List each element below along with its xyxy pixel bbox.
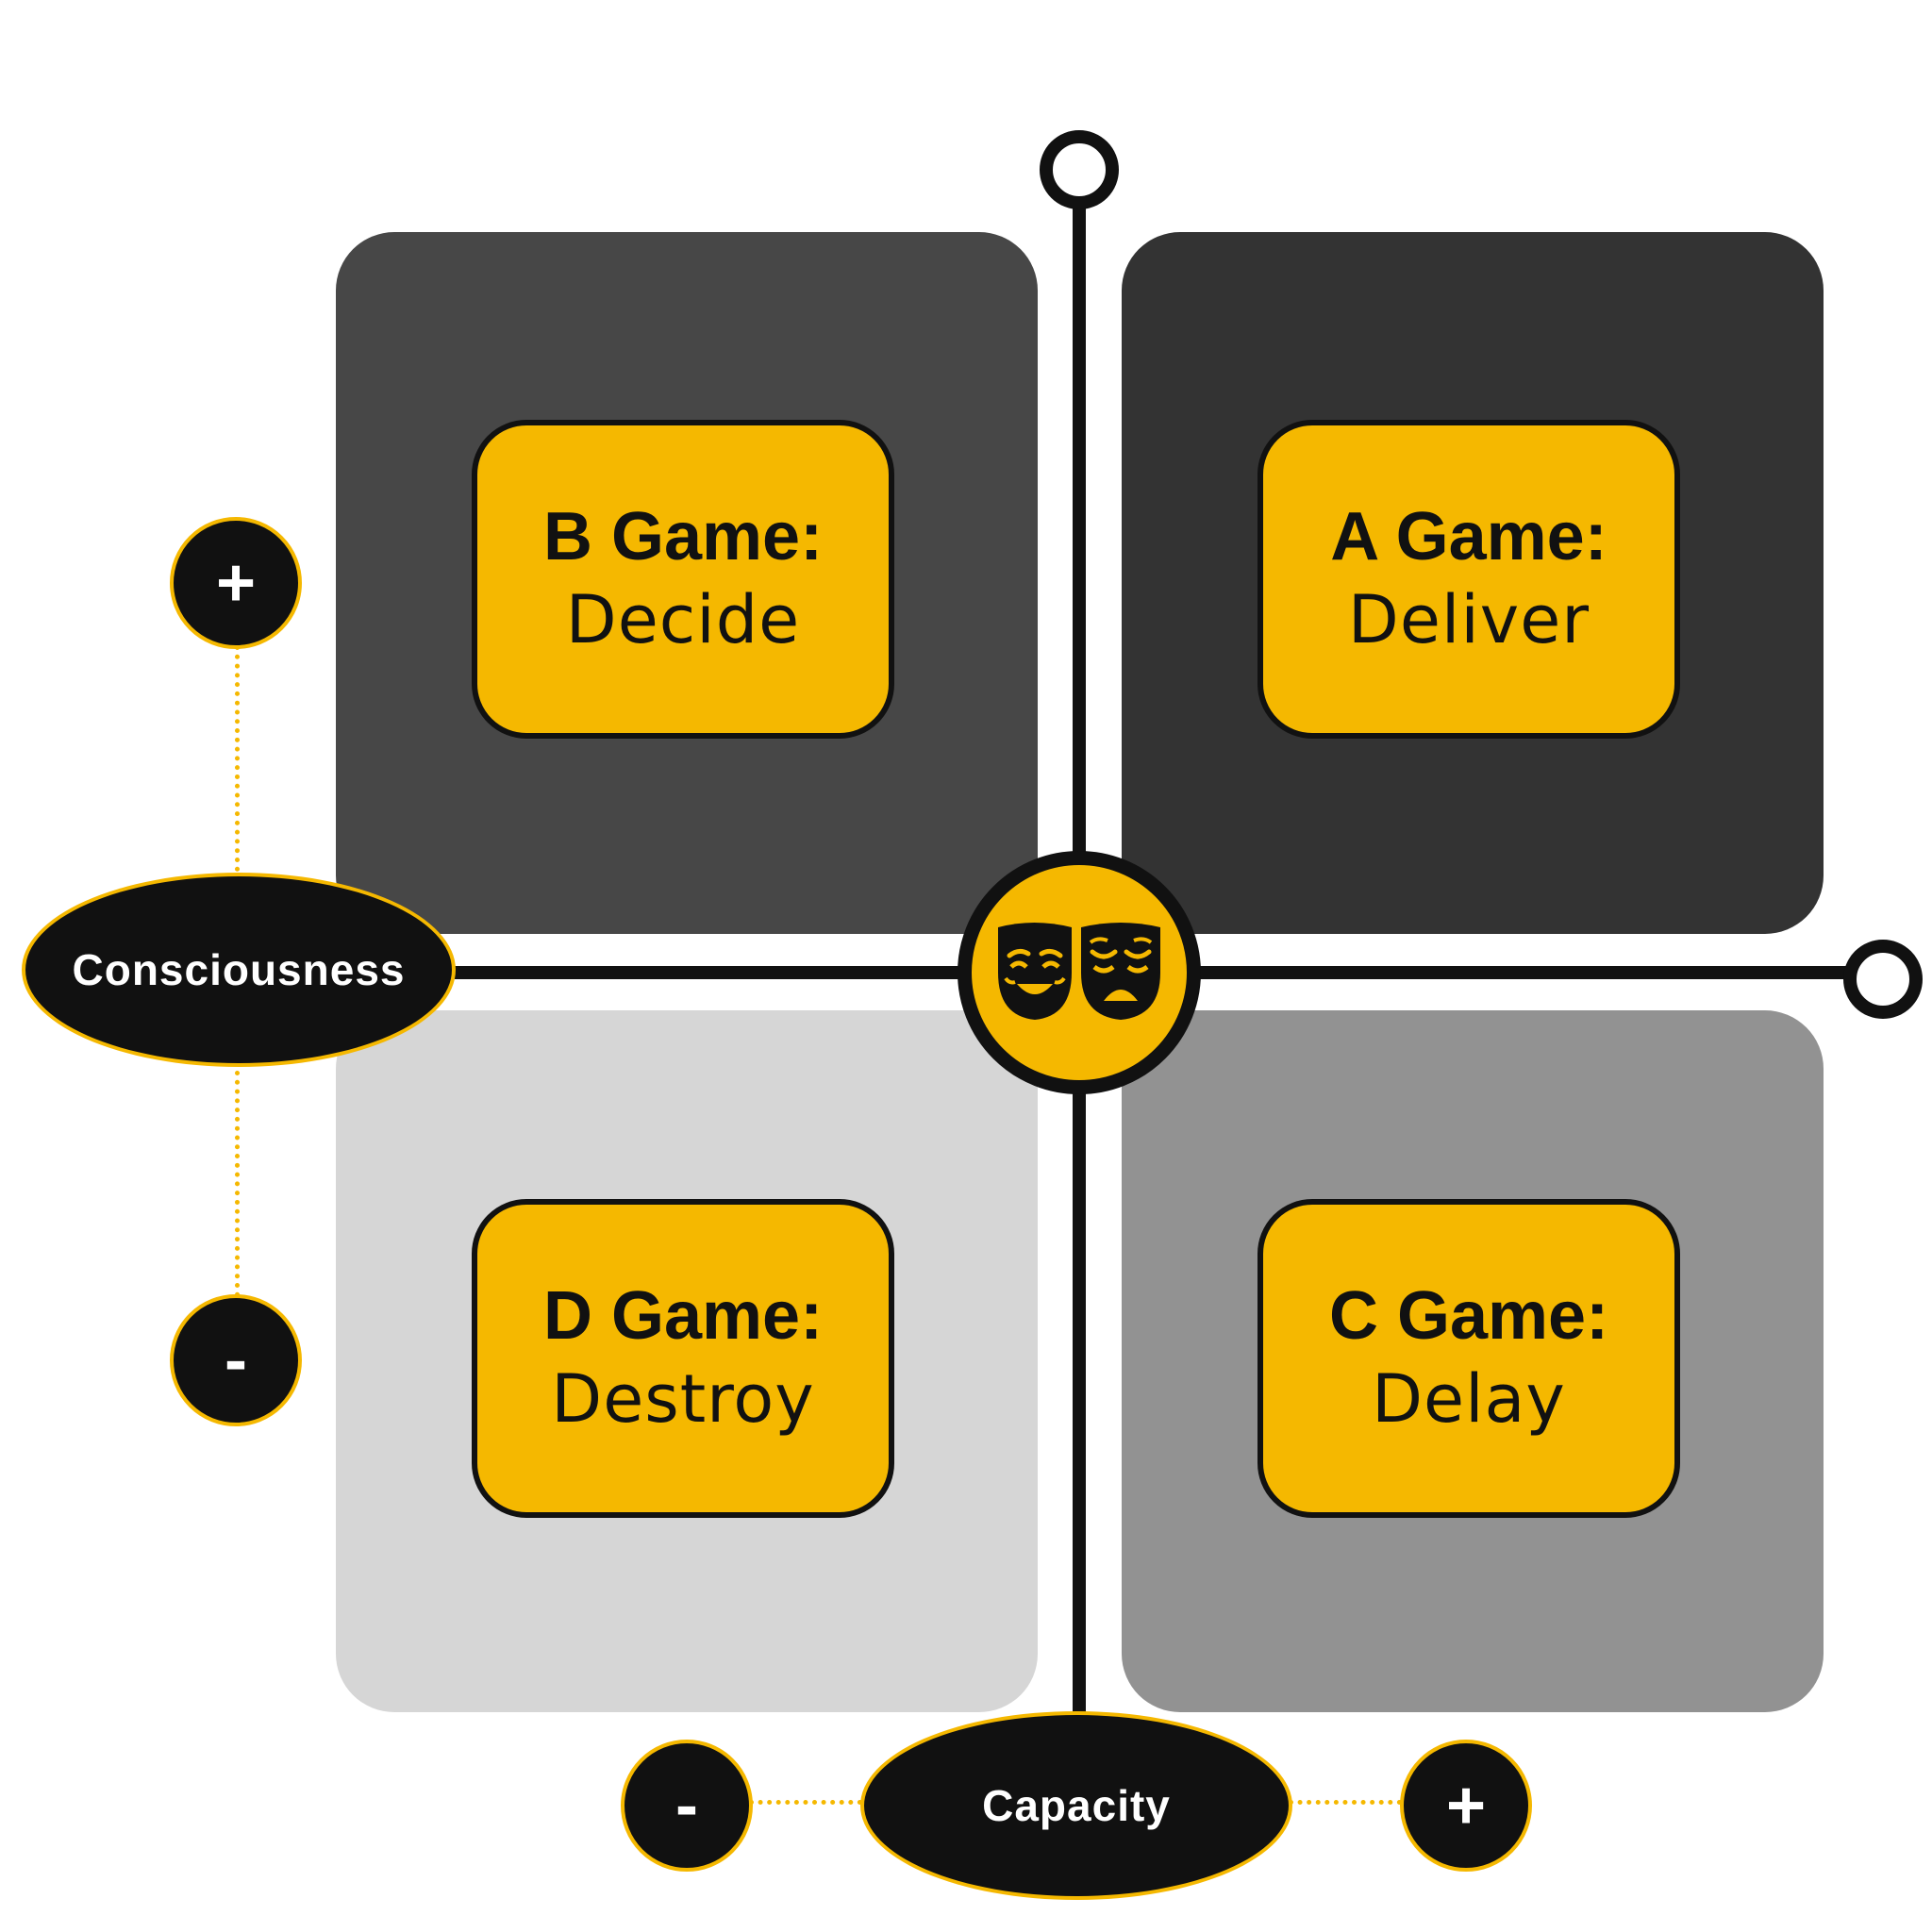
quadrant-a-title: A Game: [1330, 499, 1607, 575]
consciousness-axis-label: Consciousness [22, 873, 456, 1067]
quadrant-b-title: B Game: [542, 499, 824, 575]
consciousness-minus-marker: - [170, 1294, 302, 1426]
capacity-dotted-connector-right [1289, 1800, 1402, 1805]
quadrant-c-card: C Game: Delay [1257, 1199, 1680, 1518]
quadrant-b-card: B Game: Decide [472, 420, 894, 739]
vertical-axis-end-circle [1040, 130, 1119, 209]
capacity-plus-marker: + [1400, 1740, 1532, 1872]
quadrant-d-title: D Game: [542, 1278, 824, 1354]
quadrant-c-title: C Game: [1328, 1278, 1609, 1354]
consciousness-dotted-connector-bottom [235, 1071, 240, 1297]
theater-masks-icon [998, 923, 1160, 1020]
consciousness-plus-marker: + [170, 517, 302, 649]
quadrant-c-subtitle: Delay [1372, 1360, 1566, 1438]
quadrant-d-subtitle: Destroy [551, 1360, 815, 1438]
quadrant-a-subtitle: Deliver [1347, 581, 1591, 658]
quadrant-d-card: D Game: Destroy [472, 1199, 894, 1518]
quadrant-a-card: A Game: Deliver [1257, 420, 1680, 739]
capacity-axis-label: Capacity [860, 1711, 1292, 1900]
capacity-dotted-connector-left [749, 1800, 862, 1805]
horizontal-axis-end-circle [1843, 940, 1923, 1019]
quadrant-b-subtitle: Decide [565, 581, 801, 658]
consciousness-dotted-connector-top [235, 645, 240, 872]
capacity-minus-marker: - [621, 1740, 753, 1872]
